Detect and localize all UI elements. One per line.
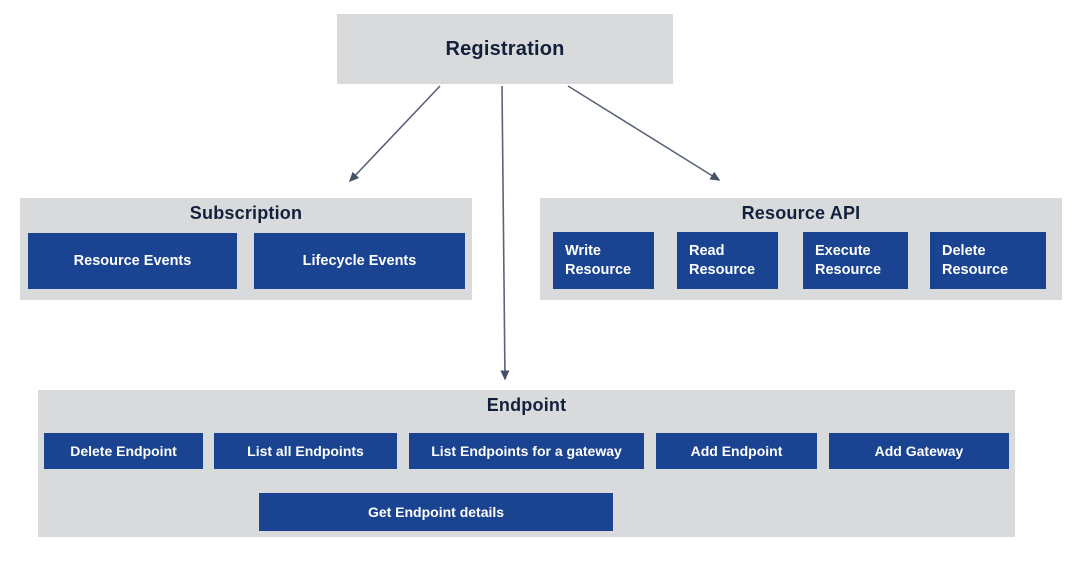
- node-delete-resource: Delete Resource: [930, 232, 1046, 289]
- node-resource-events: Resource Events: [28, 233, 237, 289]
- resource-api-section: Resource API Write Resource Read Resourc…: [540, 198, 1062, 300]
- arrow-registration-to-subscription: [348, 85, 441, 183]
- endpoint-section: Endpoint Delete Endpoint List all Endpoi…: [38, 390, 1015, 537]
- node-delete-endpoint: Delete Endpoint: [44, 433, 203, 469]
- node-read-resource: Read Resource: [677, 232, 778, 289]
- arrow-registration-to-endpoint: [500, 85, 510, 381]
- node-get-endpoint-details: Get Endpoint details: [259, 493, 613, 531]
- subscription-title: Subscription: [189, 203, 303, 223]
- resource-api-title: Resource API: [741, 203, 861, 223]
- node-list-endpoints-for-a-gateway: List Endpoints for a gateway: [409, 433, 644, 469]
- node-add-gateway: Add Gateway: [829, 433, 1009, 469]
- node-lifecycle-events: Lifecycle Events: [254, 233, 465, 289]
- node-write-resource: Write Resource: [553, 232, 654, 289]
- node-list-all-endpoints: List all Endpoints: [214, 433, 397, 469]
- arrow-registration-to-resource-api: [567, 85, 721, 181]
- endpoint-title: Endpoint: [486, 395, 567, 415]
- node-add-endpoint: Add Endpoint: [656, 433, 817, 469]
- registration-label: Registration: [445, 37, 565, 60]
- node-execute-resource: Execute Resource: [803, 232, 908, 289]
- subscription-section: Subscription Resource Events Lifecycle E…: [20, 198, 472, 300]
- registration-node: Registration: [337, 14, 673, 84]
